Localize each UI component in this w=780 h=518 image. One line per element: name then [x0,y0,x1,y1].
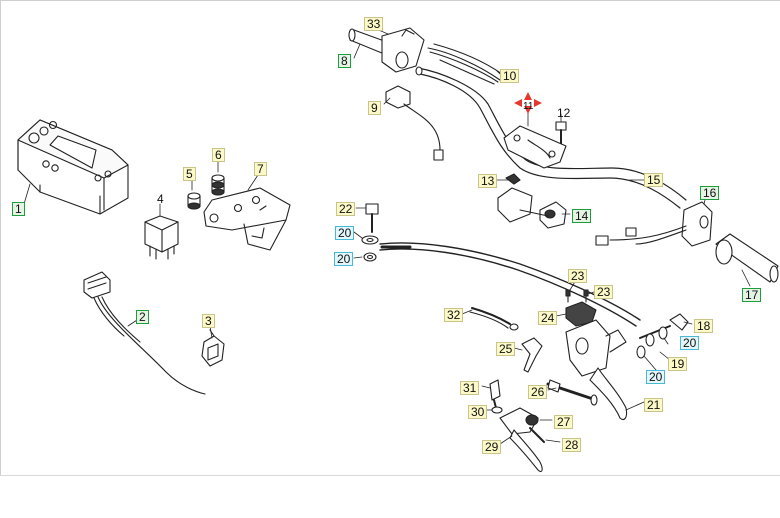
cable-adjuster [546,379,598,406]
bolt-and-washers-left [361,203,379,262]
callout-label-p23b: 23 [594,285,614,299]
callout-label-p23a: 23 [568,269,588,283]
callout-label-p13: 13 [478,174,498,188]
relay [144,215,179,260]
wire-clip [201,329,225,367]
handlebar-switch [595,201,713,247]
bottom-strip [0,475,780,518]
callout-label-p6: 6 [212,148,225,162]
callout-label-p20b: 20 [334,252,354,266]
callout-label-p28: 28 [562,438,582,452]
throttle-cables [427,43,503,85]
callout-label-p31: 31 [460,381,480,395]
callout-label-p1: 1 [12,202,25,216]
clamp-bolt [555,121,567,149]
switch-connector [385,85,444,161]
red-highlight-marker [514,92,542,114]
callout-label-p15: 15 [644,173,664,187]
callout-label-p24: 24 [538,311,558,325]
callout-label-p21: 21 [644,398,664,412]
callout-label-p17: 17 [742,288,762,302]
callout-label-p19: 19 [668,357,688,371]
clutch-cable [379,242,641,327]
callout-label-p25: 25 [496,342,516,356]
upper-clamp [503,125,567,169]
callout-label-p20d: 20 [646,370,666,384]
callout-label-p7: 7 [254,162,267,176]
cable-end [469,307,519,331]
callout-label-p22: 22 [336,202,356,216]
callout-label-p11: 11 [523,101,534,112]
callout-label-p18: 18 [694,319,714,333]
callout-label-p30: 30 [468,405,488,419]
lower-clamp [497,173,567,229]
callout-label-p20c: 20 [680,336,700,350]
callout-label-p9: 9 [368,101,381,115]
callout-label-p5: 5 [183,167,196,181]
pivot-bracket [521,337,543,373]
callout-label-p29: 29 [482,440,502,454]
clutch-lever-assembly [489,379,545,473]
instrument-cluster [17,119,129,215]
callout-label-p14: 14 [572,209,592,223]
callout-label-p8: 8 [338,54,351,68]
leader-lines [23,27,751,445]
brake-lever [589,367,628,421]
wiring-harness [83,271,206,395]
handlebar [415,66,687,209]
callout-label-p4: 4 [157,192,164,206]
throttle-grip [348,27,425,73]
callout-label-p12: 12 [557,106,571,120]
callout-label-p16: 16 [700,186,720,200]
bolt-and-washers-right [636,313,689,359]
instrument-bracket [203,187,291,251]
callout-label-p3: 3 [202,314,215,328]
left-grip [715,233,779,283]
callout-label-p27: 27 [554,415,574,429]
callout-label-p10: 10 [500,69,520,83]
reservoir-screws [565,289,589,303]
rubber-grommets [187,174,225,210]
callout-label-p33: 33 [364,17,384,31]
callout-label-p20a: 20 [335,226,355,240]
callout-label-p32: 32 [444,308,464,322]
callout-label-p2: 2 [136,310,149,324]
master-cylinder [565,319,627,377]
callout-label-p26: 26 [528,385,548,399]
